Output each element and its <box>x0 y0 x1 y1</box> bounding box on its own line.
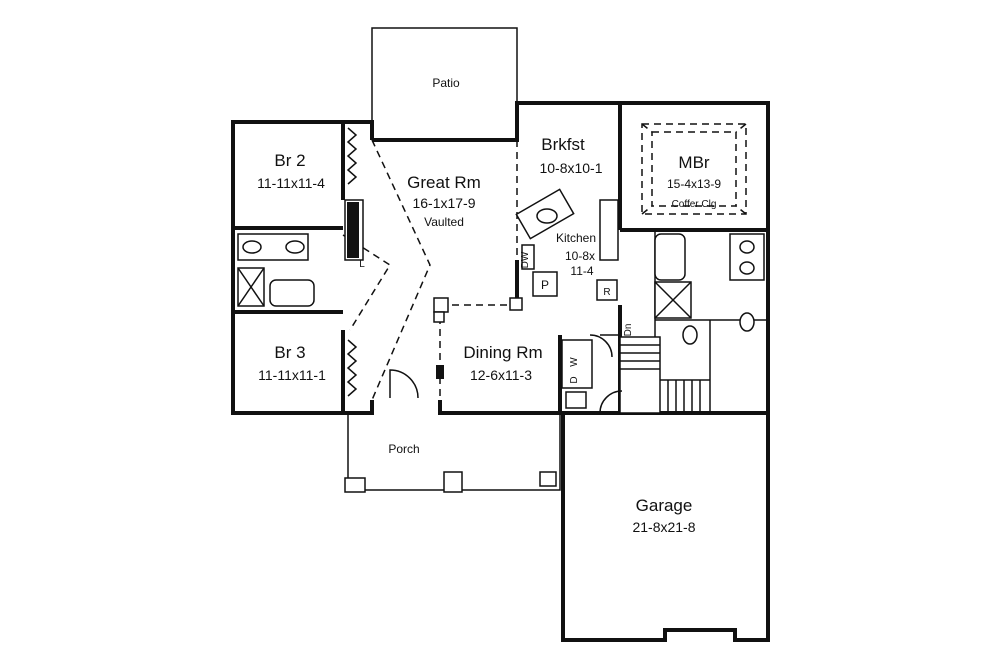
dining-rm-label: Dining Rm <box>463 343 542 362</box>
brkfst-label: Brkfst <box>541 135 585 154</box>
bathroom-fixtures <box>237 233 765 345</box>
kitchen-label: Kitchen <box>556 231 596 245</box>
kitchen-fixtures <box>515 188 619 301</box>
fridge-label: R <box>603 287 610 298</box>
mbr-label: MBr <box>678 153 710 172</box>
room-labels: Patio Brkfst 10-8x10-1 MBr 15-4x13-9 Cof… <box>257 76 721 535</box>
columns <box>433 297 523 379</box>
great-rm-size: 16-1x17-9 <box>412 195 475 211</box>
entry-door <box>389 334 623 414</box>
br3-label: Br 3 <box>274 343 305 362</box>
brkfst-size: 10-8x10-1 <box>539 160 602 176</box>
dining-rm-size: 12-6x11-3 <box>470 367 532 383</box>
laundry <box>561 339 593 409</box>
mbr-note: Coffer Clg <box>672 199 717 210</box>
dishwasher-label: DW <box>520 251 531 268</box>
br2-size: 11-11x11-4 <box>257 175 325 191</box>
kitchen-size-1: 10-8x <box>565 249 595 263</box>
porch-label: Porch <box>388 442 419 456</box>
porch <box>344 413 561 493</box>
garage-label: Garage <box>636 496 693 515</box>
patio <box>371 27 518 140</box>
mbr-size: 15-4x13-9 <box>667 177 721 191</box>
linen-label: L <box>359 259 365 270</box>
br3-size: 11-11x11-1 <box>258 367 326 383</box>
washer-label: W <box>569 357 580 367</box>
br2-label: Br 2 <box>274 151 305 170</box>
stairs <box>619 336 710 414</box>
closet-doors <box>344 127 364 397</box>
dryer-label: D <box>569 376 580 383</box>
garage-size: 21-8x21-8 <box>632 519 695 535</box>
pantry-label: P <box>541 278 549 292</box>
fixture-labels: DW P R L W D Dn <box>359 251 634 384</box>
exterior-walls <box>231 101 770 642</box>
patio-label: Patio <box>432 76 460 90</box>
great-rm-label: Great Rm <box>407 173 481 192</box>
great-rm-note: Vaulted <box>424 215 464 229</box>
stairs-down-label: Dn <box>623 324 634 337</box>
kitchen-size-2: 11-4 <box>570 264 593 278</box>
